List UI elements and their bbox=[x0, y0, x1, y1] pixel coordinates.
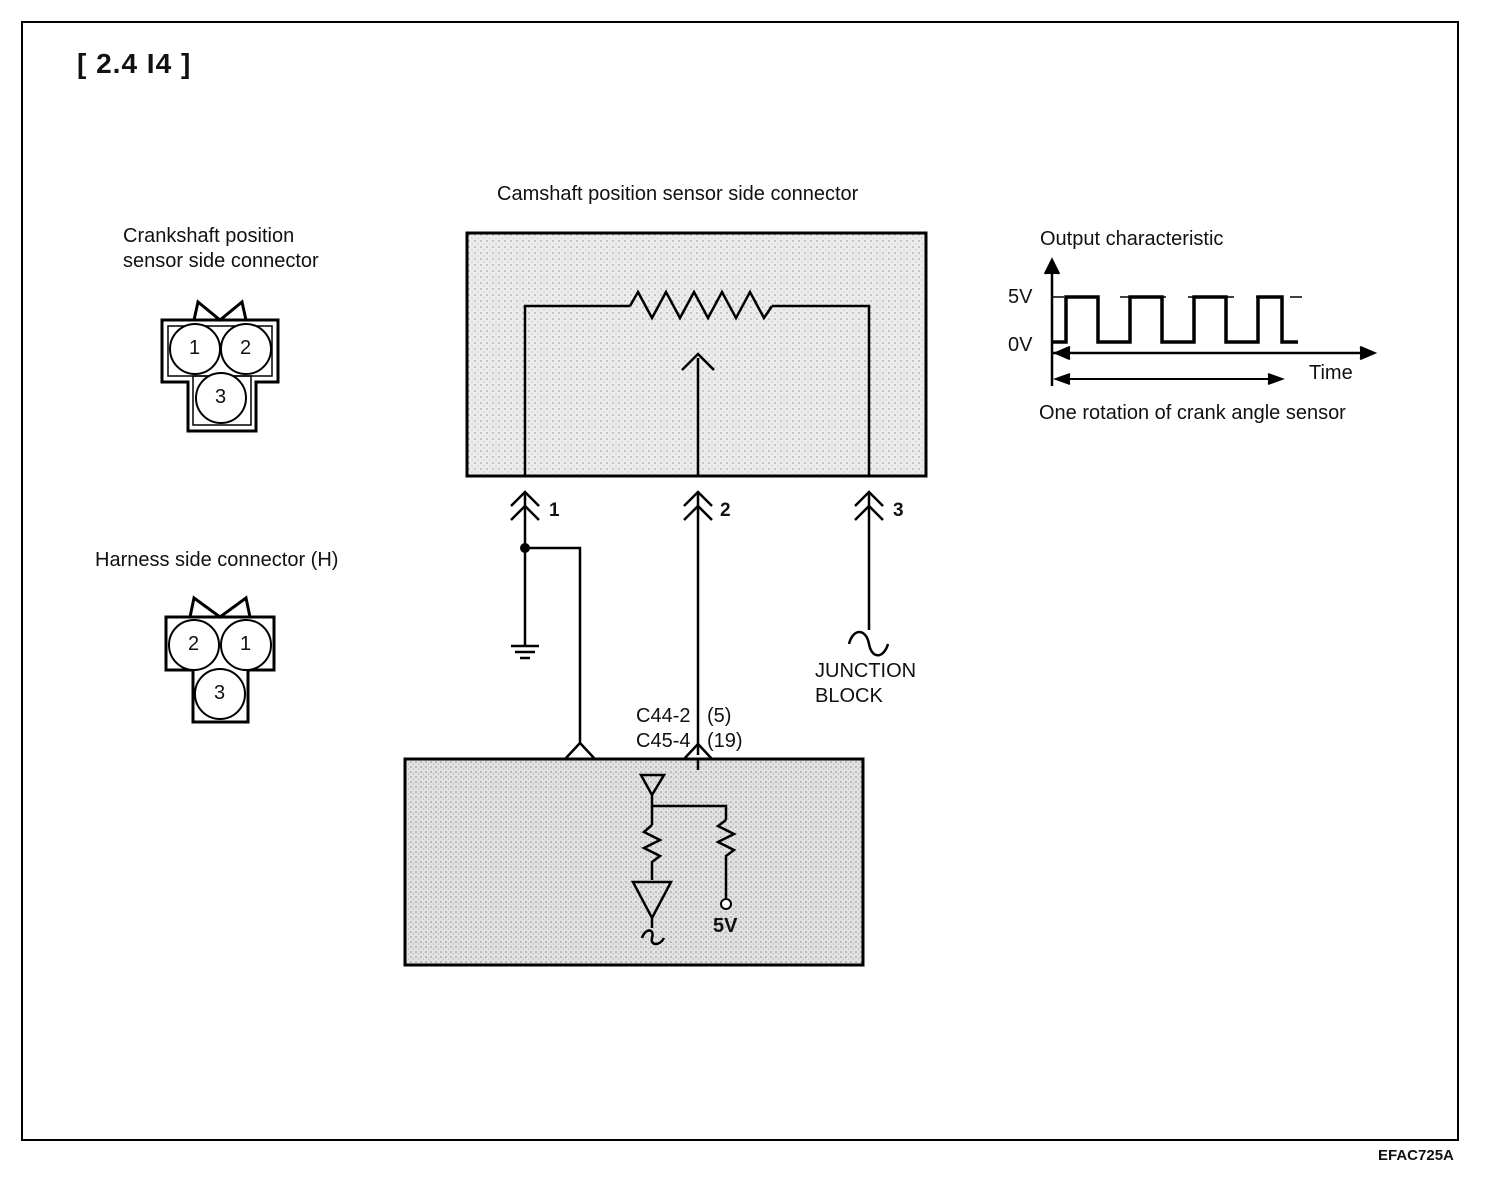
waveform-time-label: Time bbox=[1309, 362, 1353, 384]
harness-connector-label: Harness side connector (H) bbox=[95, 549, 339, 571]
harness-pin-1: 1 bbox=[240, 633, 252, 655]
figure-frame bbox=[21, 21, 1459, 1141]
ecm-box bbox=[403, 757, 865, 967]
crankshaft-connector-shape bbox=[160, 299, 280, 433]
junction-block-label-line2: BLOCK bbox=[815, 685, 883, 707]
cam-pin-3-label: 3 bbox=[893, 500, 904, 521]
harness-connector-shape bbox=[164, 595, 276, 724]
ecm-pin-c45-label: C45-4 bbox=[636, 730, 691, 752]
harness-pin-3: 3 bbox=[214, 682, 226, 704]
pin1-to-ecm-wire bbox=[525, 546, 595, 759]
crank-pin-1: 1 bbox=[189, 337, 201, 359]
cam-pin-1-label: 1 bbox=[549, 500, 560, 521]
supply-terminal-icon bbox=[720, 898, 732, 910]
cam-pin-2-label: 2 bbox=[720, 500, 731, 521]
pin3-connector-symbol bbox=[854, 490, 884, 630]
page-title: [ 2.4 I4 ] bbox=[77, 48, 192, 79]
waveform-axes bbox=[1043, 257, 1378, 386]
junction-block-icon bbox=[847, 630, 890, 657]
output-characteristic-title: Output characteristic bbox=[1040, 228, 1224, 250]
harness-pin-2: 2 bbox=[188, 633, 200, 655]
crank-pin-3: 3 bbox=[215, 386, 227, 408]
sensor-resistor-circuit bbox=[523, 289, 871, 476]
ecm-pin-c45-number: (19) bbox=[707, 730, 743, 752]
crank-pin-2: 2 bbox=[240, 337, 252, 359]
camshaft-sensor-box bbox=[465, 231, 928, 478]
crankshaft-connector-label-line2: sensor side connector bbox=[123, 250, 319, 272]
pin1-connector-symbol bbox=[510, 490, 540, 548]
waveform-signal bbox=[1052, 295, 1298, 344]
rotation-span-arrow bbox=[1053, 373, 1285, 385]
waveform-low-label: 0V bbox=[1008, 334, 1033, 356]
junction-block-label-line1: JUNCTION bbox=[815, 660, 917, 682]
figure-id: EFAC725A bbox=[1378, 1147, 1454, 1164]
pin2-ecm-entry bbox=[683, 742, 713, 760]
waveform-high-label: 5V bbox=[1008, 286, 1033, 308]
ground-icon bbox=[511, 644, 539, 660]
ecm-pin-c44-label: C44-2 bbox=[636, 705, 691, 727]
crankshaft-connector-label-line1: Crankshaft position bbox=[123, 225, 295, 247]
ecm-supply-voltage-label: 5V bbox=[713, 915, 738, 937]
ecm-pin-c44-number: (5) bbox=[707, 705, 732, 727]
pin2-connector-symbol bbox=[683, 490, 713, 755]
camshaft-connector-label: Camshaft position sensor side connector bbox=[497, 183, 859, 205]
waveform-caption: One rotation of crank angle sensor bbox=[1039, 402, 1346, 424]
ecm-internal-circuit bbox=[630, 759, 737, 946]
